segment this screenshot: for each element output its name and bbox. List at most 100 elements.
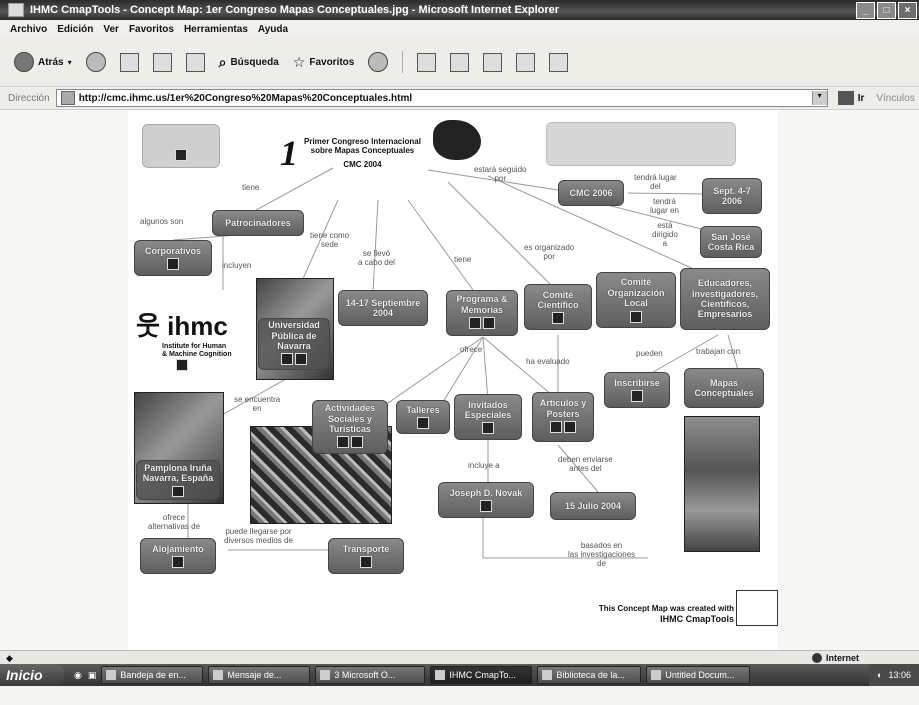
node-educadores[interactable]: Educadores, Investigadores, Científicos,… <box>680 268 770 330</box>
task-bandeja[interactable]: Bandeja de en... <box>101 666 204 684</box>
resource-icon[interactable] <box>483 317 495 330</box>
search-button[interactable]: ⌕ Búsqueda <box>219 54 279 71</box>
history-button[interactable] <box>368 52 389 72</box>
resource-icon[interactable] <box>172 556 184 569</box>
task-cmaptools[interactable]: IHMC CmapTo... <box>430 666 533 684</box>
resource-icon[interactable] <box>417 417 429 430</box>
forward-button[interactable] <box>85 52 106 72</box>
node-comite-local[interactable]: Comité Organización Local <box>596 272 676 328</box>
node-alojamiento[interactable]: Alojamiento <box>140 538 216 574</box>
taskbar: Inicio ◉ ▣ Bandeja de en... Mensaje de..… <box>0 664 919 686</box>
node-programa[interactable]: Programa & Memorias <box>446 290 518 336</box>
maximize-button[interactable]: □ <box>877 1 896 19</box>
edge-basados-en: basados en las investigaciones de <box>568 541 636 568</box>
edit-button[interactable] <box>483 52 503 72</box>
quicklaunch-ie-icon[interactable]: ◉ <box>74 669 82 680</box>
resource-icon[interactable] <box>360 556 372 569</box>
task-biblioteca[interactable]: Biblioteca de la... <box>537 666 642 684</box>
print-button[interactable] <box>450 52 470 72</box>
address-url[interactable]: http://cmc.ihmc.us/1er%20Congreso%20Mapa… <box>78 92 413 104</box>
ihmc-logo-name: ihmc <box>167 311 228 341</box>
header-line2: sobre Mapas Conceptuales <box>310 146 415 156</box>
discuss-button[interactable] <box>516 52 536 72</box>
system-tray: ◐ 13:06 <box>869 664 919 686</box>
node-patrocinadores[interactable]: Patrocinadores <box>212 210 304 236</box>
task-microsoft[interactable]: 3 Microsoft O... <box>315 666 426 684</box>
resource-icon[interactable] <box>630 310 642 323</box>
refresh-button[interactable] <box>152 52 172 72</box>
node-mapas[interactable]: Mapas Conceptuales <box>684 368 764 408</box>
resource-icon[interactable] <box>176 359 188 372</box>
resource-icon[interactable] <box>295 353 307 366</box>
page-status-icon: ◆ <box>6 652 13 663</box>
edge-tiene-2: tiene <box>454 255 472 264</box>
resource-icon[interactable] <box>281 353 293 366</box>
resource-icon[interactable] <box>552 312 564 325</box>
task-mensaje[interactable]: Mensaje de... <box>208 666 311 684</box>
node-novak[interactable]: Joseph D. Novak <box>438 482 534 518</box>
node-invitados[interactable]: Invitados Especiales <box>454 394 522 440</box>
address-dropdown-icon[interactable]: ▾ <box>811 91 827 105</box>
resource-icon[interactable] <box>469 317 481 330</box>
top-left-box[interactable] <box>142 124 220 168</box>
resource-icon[interactable] <box>172 485 184 497</box>
close-button[interactable]: × <box>898 1 917 19</box>
back-button[interactable]: Atrás ▾ <box>14 52 72 72</box>
node-fechas[interactable]: 14-17 Septiembre 2004 <box>338 290 428 326</box>
menu-archivo[interactable]: Archivo <box>10 23 48 35</box>
minimize-button[interactable]: _ <box>856 1 875 19</box>
cmaptools-credit: This Concept Map was created with IHMC C… <box>588 590 778 635</box>
node-corporativos[interactable]: Corporativos <box>134 240 212 276</box>
node-cmc2006[interactable]: CMC 2006 <box>558 180 624 206</box>
mail-button[interactable] <box>417 52 437 72</box>
resource-icon[interactable] <box>564 421 576 434</box>
node-sanjose[interactable]: San José Costa Rica <box>700 226 762 258</box>
node-comite-cientifico-label: Comité Científico <box>537 289 579 310</box>
resource-icon[interactable] <box>167 258 179 271</box>
node-inscribirse[interactable]: Inscribirse <box>604 372 670 408</box>
node-articulos[interactable]: Artículos y Posters <box>532 392 594 442</box>
resource-icon[interactable] <box>631 390 643 403</box>
node-sept2006[interactable]: Sept. 4-7 2006 <box>702 178 762 214</box>
task-label: Biblioteca de la... <box>556 670 625 680</box>
tray-icon[interactable]: ◐ <box>877 670 883 680</box>
top-right-box <box>546 122 736 166</box>
node-programa-label: Programa & Memorias <box>456 294 508 315</box>
go-button[interactable]: Ir <box>837 91 864 105</box>
resource-icon[interactable] <box>337 436 349 449</box>
resource-icon[interactable] <box>480 500 492 513</box>
menu-herramientas[interactable]: Herramientas <box>183 23 248 35</box>
task-icon <box>435 670 446 680</box>
node-julio[interactable]: 15 Julio 2004 <box>550 492 636 520</box>
links-label[interactable]: Vínculos <box>876 92 915 104</box>
menu-favoritos[interactable]: Favoritos <box>128 23 174 35</box>
address-input[interactable]: http://cmc.ihmc.us/1er%20Congreso%20Mapa… <box>55 89 828 107</box>
node-universidad[interactable]: Universidad Pública de Navarra <box>258 318 330 370</box>
menu-ver[interactable]: Ver <box>103 23 119 35</box>
node-transporte[interactable]: Transporte <box>328 538 404 574</box>
task-icon <box>542 670 553 680</box>
map-connector-lines <box>172 167 739 559</box>
address-bar: Dirección http://cmc.ihmc.us/1er%20Congr… <box>0 87 919 110</box>
stop-button[interactable] <box>119 52 139 72</box>
quicklaunch-desktop-icon[interactable]: ▣ <box>87 669 97 680</box>
menu-ayuda[interactable]: Ayuda <box>257 23 289 35</box>
home-button[interactable] <box>185 52 205 72</box>
back-dropdown-icon[interactable]: ▾ <box>67 57 72 67</box>
resource-icon[interactable] <box>175 149 187 161</box>
start-button[interactable]: Inicio <box>0 664 64 686</box>
menu-edicion[interactable]: Edición <box>57 23 94 35</box>
messenger-button[interactable] <box>549 52 569 72</box>
node-comite-cientifico[interactable]: Comité Científico <box>524 284 592 330</box>
resource-icon[interactable] <box>550 421 562 434</box>
bull-logo-image <box>433 120 481 160</box>
node-talleres[interactable]: Talleres <box>396 400 450 434</box>
node-inscribirse-label: Inscribirse <box>614 377 660 388</box>
node-invitados-label: Invitados Especiales <box>464 399 512 420</box>
favorites-button[interactable]: ☆ Favoritos <box>293 54 355 71</box>
node-actividades[interactable]: Actividades Sociales y Turísticas <box>312 400 388 454</box>
resource-icon[interactable] <box>351 436 363 449</box>
task-untitled[interactable]: Untitled Docum... <box>646 666 751 684</box>
resource-icon[interactable] <box>482 422 494 435</box>
node-pamplona[interactable]: Pamplona Iruña Navarra, España <box>136 460 220 500</box>
